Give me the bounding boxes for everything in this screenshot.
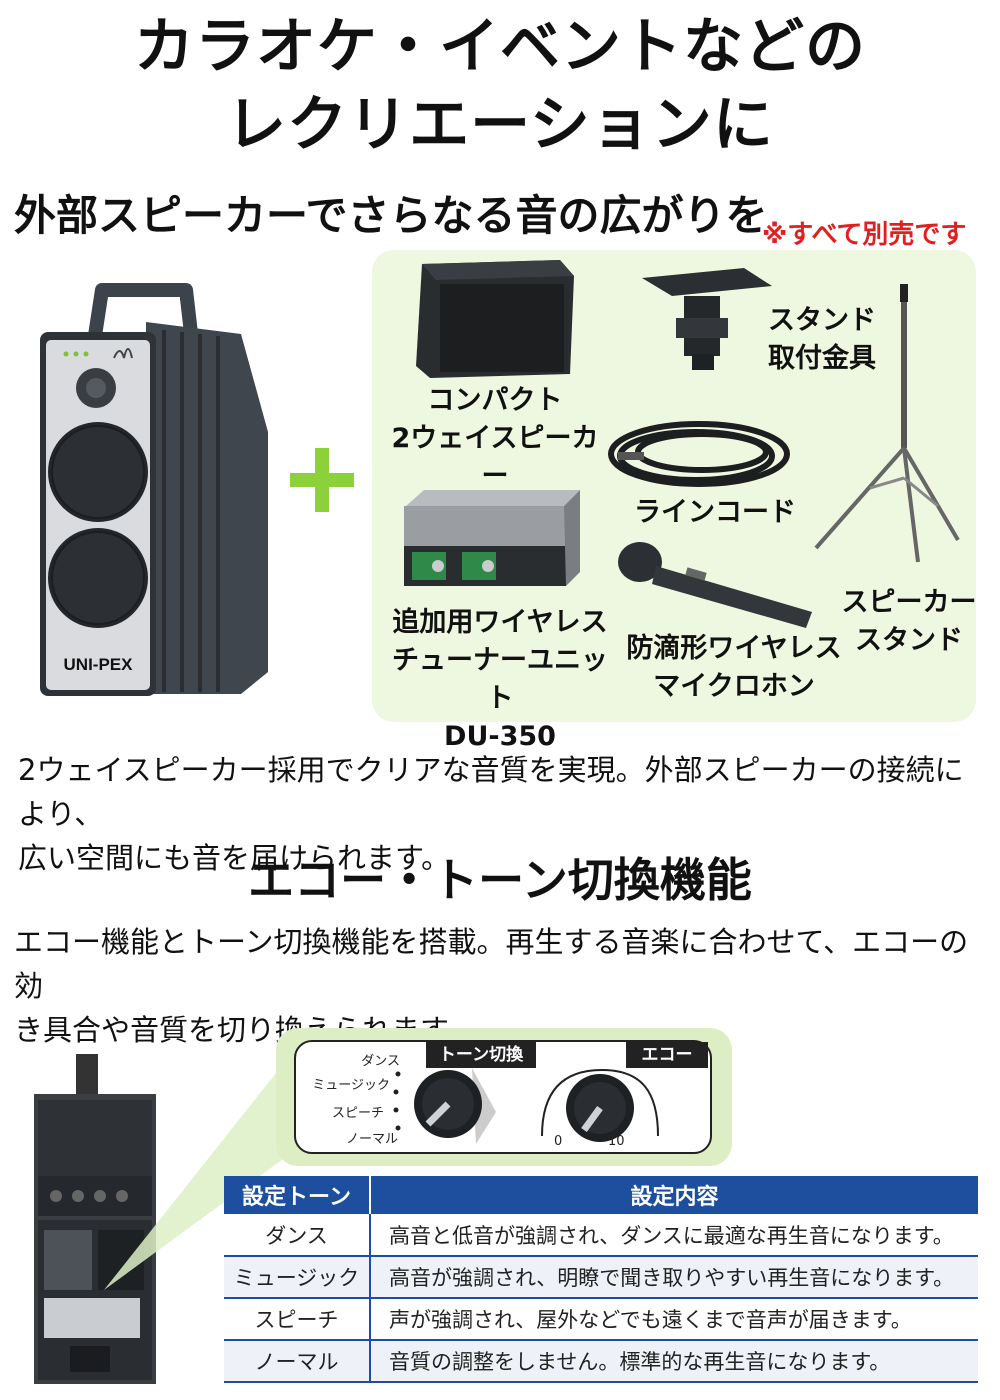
table-cell-tone: ノーマル bbox=[224, 1340, 371, 1383]
wireless-mic-image bbox=[618, 542, 812, 628]
tuner-unit-label: 追加用ワイヤレス チューナーユニット DU-350 bbox=[392, 607, 608, 752]
subhead: 外部スピーカーでさらなる音の広がりを bbox=[14, 191, 768, 240]
control-knobs bbox=[393, 1068, 659, 1144]
echo-header: エコー bbox=[626, 1042, 708, 1068]
compact-speaker-label: コンパクト 2ウェイスピーカー bbox=[391, 385, 599, 492]
table-row: ダンス 高音と低音が強調され、ダンスに最適な再生音になります。 bbox=[224, 1214, 978, 1257]
speaker-brand-logo: UNI-PEX bbox=[64, 655, 134, 674]
echo-min-label: 0 bbox=[554, 1134, 563, 1149]
tone-settings-table: 設定トーン 設定内容 ダンス 高音と低音が強調され、ダンスに最適な再生音になりま… bbox=[224, 1176, 978, 1383]
portable-speaker-image: UNI-PEX bbox=[40, 283, 268, 696]
table-cell-content: 音質の調整をしません。標準的な再生音になります。 bbox=[370, 1340, 978, 1383]
tone-option-normal: ノーマル bbox=[345, 1132, 398, 1147]
table-row: ノーマル 音質の調整をしません。標準的な再生音になります。 bbox=[224, 1340, 978, 1383]
plus-icon bbox=[290, 448, 354, 512]
compact-speaker-image bbox=[416, 260, 574, 378]
table-cell-content: 高音が強調され、明瞭で聞き取りやすい再生音になります。 bbox=[370, 1256, 978, 1299]
speaker-rear-image bbox=[34, 1054, 156, 1384]
table-cell-content: 高音と低音が強調され、ダンスに最適な再生音になります。 bbox=[370, 1214, 978, 1257]
table-row: スピーチ 声が強調され、屋外などでも遠くまで音声が届きます。 bbox=[224, 1298, 978, 1341]
table-cell-content: 声が強調され、屋外などでも遠くまで音声が届きます。 bbox=[370, 1298, 978, 1341]
table-header-tone: 設定トーン bbox=[224, 1176, 371, 1214]
speaker-stand-label: スピーカー スタンド bbox=[841, 587, 977, 656]
section-title-echo-tone: エコー・トーン切換機能 bbox=[248, 853, 752, 907]
headline-line1: カラオケ・イベントなどの bbox=[134, 12, 866, 82]
line-cord-label: ラインコード bbox=[634, 497, 796, 528]
description-1: 2ウェイスピーカー採用でクリアな音質を実現。外部スピーカーの接続により、 広い空… bbox=[18, 753, 964, 875]
tone-option-music: ミュージック bbox=[312, 1078, 390, 1093]
table-header-row: 設定トーン 設定内容 bbox=[224, 1176, 978, 1214]
tuner-unit-image bbox=[404, 490, 580, 586]
speaker-stand-image bbox=[814, 284, 960, 563]
headline-line2: レクリエーションに bbox=[226, 90, 774, 160]
stand-bracket-image bbox=[642, 268, 772, 370]
table-cell-tone: スピーチ bbox=[224, 1298, 371, 1341]
table-row: ミュージック 高音が強調され、明瞭で聞き取りやすい再生音になります。 bbox=[224, 1256, 978, 1299]
tone-option-speech: スピーチ bbox=[331, 1106, 384, 1121]
table-cell-tone: ダンス bbox=[224, 1214, 371, 1257]
echo-max-label: 10 bbox=[608, 1134, 625, 1149]
sold-separately-note: ※すべて別売です bbox=[762, 220, 967, 250]
tone-switch-header: トーン切換 bbox=[426, 1042, 536, 1068]
tone-option-dance: ダンス bbox=[361, 1054, 400, 1069]
table-cell-tone: ミュージック bbox=[224, 1256, 371, 1299]
stand-bracket-label: スタンド 取付金具 bbox=[768, 305, 876, 374]
table-header-content: 設定内容 bbox=[370, 1176, 978, 1214]
line-cord-image bbox=[608, 421, 790, 487]
wireless-mic-label: 防滴形ワイヤレス マイクロホン bbox=[626, 633, 842, 702]
